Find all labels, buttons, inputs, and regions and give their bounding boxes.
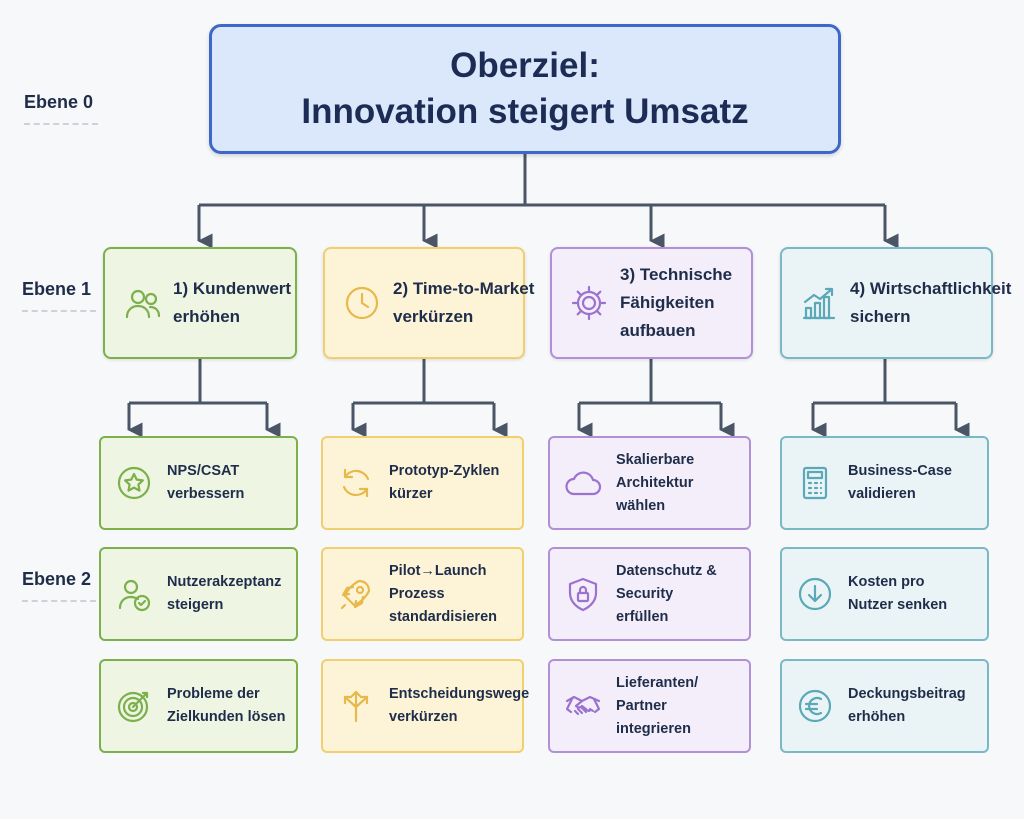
handshake-icon [564,687,602,725]
branch-label-line: 2) Time-to-Market [393,279,535,298]
subgoal-label-line: Nutzerakzeptanz [167,574,282,590]
subgoal-label: Prototyp-Zyklen kürzer [389,460,499,506]
subgoal-label-line: standardisieren [389,608,497,625]
subgoal-label-line: Business-Case [848,463,952,479]
branch-label-line: sichern [850,307,911,326]
clock-icon [341,282,383,324]
subgoal-label-line: integrieren [616,720,691,737]
subgoal-label: Datenschutz & Security erfüllen [616,560,717,629]
subgoal-label-line: Nutzer senken [848,597,948,613]
split-arrows-icon [337,687,375,725]
level-label-0: Ebene 0 [24,92,98,125]
subgoal-label: Nutzerakzeptanz steigern [167,571,281,617]
branch-label-line: aufbauen [620,321,696,340]
subgoal-label-line: Probleme der [167,686,260,702]
subgoal-label-line: Datenschutz & [616,562,717,579]
subgoal-box: Entscheidungswege verkürzen [321,659,529,753]
user-check-icon [115,575,153,613]
refresh-icon [337,464,375,502]
subgoal-box: Nutzerakzeptanz steigern [99,547,298,641]
subgoal-label-line: Entscheidungswege [389,686,530,702]
branch-label-line: erhöhen [173,307,241,326]
subgoal-label: Lieferanten/Partner integrieren [616,672,698,741]
subgoal-box: NPS/CSAT verbessern [99,436,298,530]
level-divider [22,310,96,312]
subgoal-label-line: Zielkunden lösen [167,709,286,725]
subgoal-label-line: Deckungsbeitrag [848,686,966,702]
gear-icon [568,282,610,324]
branch-label-line: verkürzen [393,307,474,326]
subgoal-label-line: steigern [167,597,224,613]
branch-label: 2) Time-to-Market verkürzen [393,275,534,331]
subgoal-label-line: kürzer [389,486,433,502]
subgoal-box: Business-Case validieren [780,436,989,530]
subgoal-box: Lieferanten/Partner integrieren [548,659,751,753]
branch-label: 4) Wirtschaftlichkeit sichern [850,275,1011,331]
subgoal-label-line: Architektur [616,474,694,491]
subgoal-label-line: Partner [616,697,667,714]
top-goal-box: Oberziel: Innovation steigert Umsatz [209,24,841,154]
subgoal-label-line: Skalierbare [616,451,695,468]
branch-label-line: 3) Technische [620,265,733,284]
branch-box-2: 2) Time-to-Market verkürzen [323,247,534,359]
subgoal-label-line: Prozess [389,585,445,602]
shield-lock-icon [564,575,602,613]
level-label-1: Ebene 1 [22,279,96,312]
subgoal-label-line: Prototyp-Zyklen [389,463,500,479]
branch-label: 1) Kundenwert erhöhen [173,275,291,331]
target-icon [115,687,153,725]
subgoal-label-line: NPS/CSAT [167,463,240,479]
subgoal-label-line: verkürzen [389,709,458,725]
subgoal-label-line: validieren [848,486,916,502]
calculator-icon [796,464,834,502]
euro-icon [796,687,834,725]
subgoal-box: Datenschutz & Security erfüllen [548,547,751,641]
rocket-icon [337,575,375,613]
subgoal-label-line: Pilot→Launch [389,562,487,579]
chart-growth-icon [798,282,840,324]
users-icon [121,282,163,324]
branch-label-line: 4) Wirtschaftlichkeit [850,279,1012,298]
subgoal-label-line: Security [616,585,674,602]
subgoal-label-line: Kosten pro [848,574,925,590]
cloud-icon [564,464,602,502]
branch-box-1: 1) Kundenwert erhöhen [103,247,297,359]
level-divider [22,600,96,602]
top-goal-title: Oberziel: [450,46,600,85]
level-divider [24,123,98,125]
branch-box-4: 4) Wirtschaftlichkeit sichern [780,247,1011,359]
branch-label-line: Fähigkeiten [620,293,715,312]
subgoal-label-line: erfüllen [616,608,669,625]
subgoal-label-line: verbessern [167,486,245,502]
arrow-down-circle-icon [796,575,834,613]
subgoal-box: Deckungsbeitrag erhöhen [780,659,989,753]
subgoal-label-line: Lieferanten/ [616,674,699,691]
subgoal-label: Deckungsbeitrag erhöhen [848,683,966,729]
top-goal-subtitle: Innovation steigert Umsatz [301,92,749,131]
subgoal-label: Business-Case validieren [848,460,952,506]
subgoal-label: Entscheidungswege verkürzen [389,683,529,729]
subgoal-label-line: erhöhen [848,709,906,725]
subgoal-box: Prototyp-Zyklen kürzer [321,436,524,530]
level-label-2: Ebene 2 [22,569,96,602]
branch-label-line: 1) Kundenwert [173,279,292,298]
subgoal-label-line: wählen [616,497,666,514]
star-badge-icon [115,464,153,502]
subgoal-label: NPS/CSAT verbessern [167,460,244,506]
